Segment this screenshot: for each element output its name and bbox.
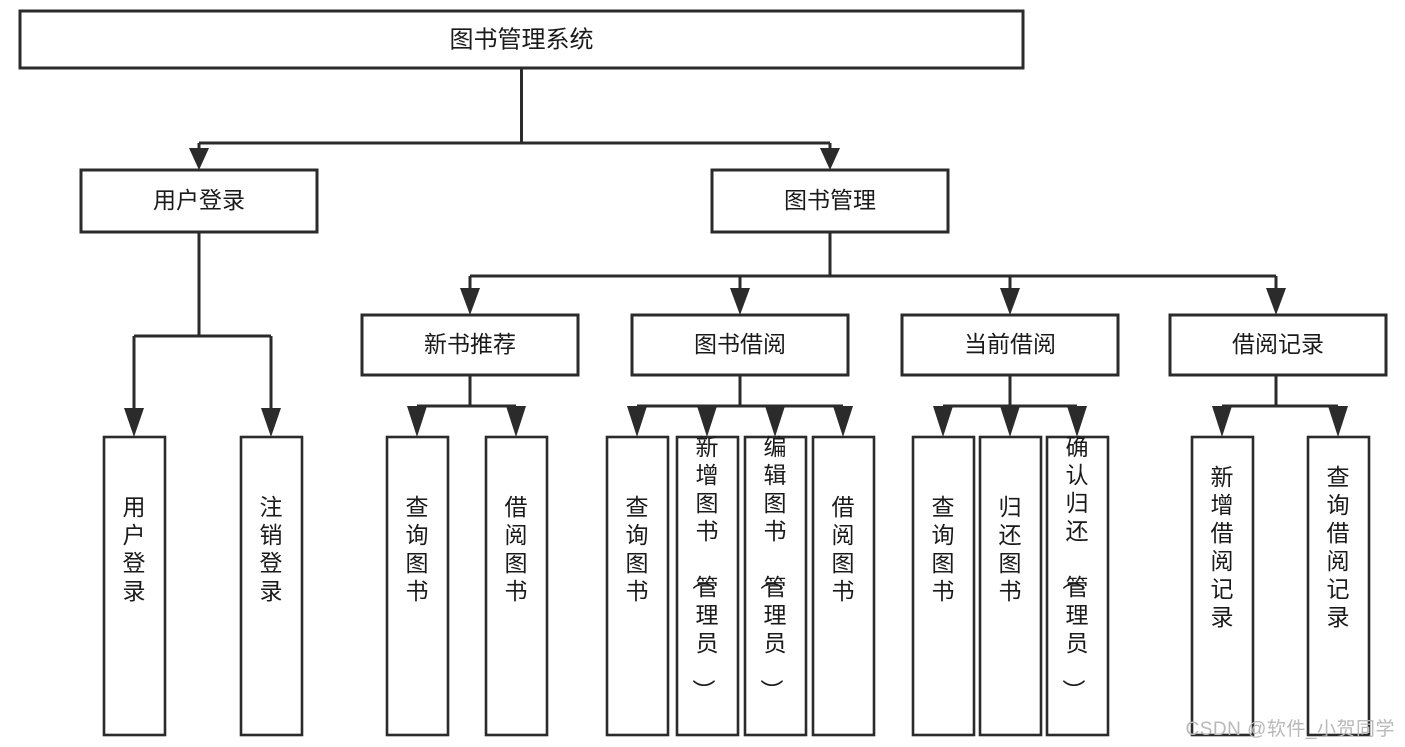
current-borrow-box (900, 313, 1120, 377)
node-new-book-recommend[interactable]: 新书推荐 (360, 313, 580, 377)
leaf-recommend-borrow-book-label: 借阅图书 (505, 494, 528, 604)
node-book-borrow[interactable]: 图书借阅 (630, 313, 850, 377)
node-root-book-management-system[interactable]: 图书管理系统 (18, 9, 1025, 70)
arrowhead-current-leaf-3 (1067, 406, 1087, 437)
leaf-borrow-query-book[interactable]: 查询图书 (605, 435, 670, 737)
current-borrow-label: 当前借阅 (964, 331, 1056, 357)
leaf-borrow-borrow-book-label: 借阅图书 (832, 494, 855, 604)
new-book-recommend-label: 新书推荐 (424, 331, 516, 357)
leaf-user-login-label: 用户登录 (123, 494, 146, 604)
root-box (18, 9, 1025, 70)
root-label: 图书管理系统 (450, 26, 594, 53)
node-borrow-record[interactable]: 借阅记录 (1168, 313, 1388, 377)
leaf-borrow-edit-book-label: 编辑图书（管理员） (759, 434, 787, 702)
arrowhead-leaf-logout (261, 408, 281, 437)
leaf-recommend-borrow-book[interactable]: 借阅图书 (484, 435, 549, 737)
leaf-current-query-book[interactable]: 查询图书 (911, 435, 976, 737)
leaf-borrow-edit-book[interactable]: 编辑图书（管理员） (743, 434, 808, 737)
leaf-current-confirm-return-label: 确认归还（管理员） (1061, 434, 1089, 702)
leaf-recommend-query-book[interactable]: 查询图书 (385, 435, 450, 737)
arrowhead-current-borrow (1000, 288, 1020, 315)
arrowhead-book-manage (820, 148, 840, 170)
leaf-box (675, 435, 740, 737)
leaf-record-query-label: 查询借阅记录 (1327, 464, 1350, 630)
book-management-label: 图书管理 (784, 187, 876, 213)
leaf-box (743, 435, 808, 737)
leaf-current-confirm-return[interactable]: 确认归还（管理员） (1045, 434, 1110, 737)
arrowhead-leaf-user-login (124, 408, 144, 437)
leaf-box (484, 435, 549, 737)
user-login-box (79, 168, 319, 234)
connector-layer (124, 68, 1348, 437)
arrowhead-recommend-leaf-2 (506, 406, 526, 437)
leaf-box (978, 435, 1043, 737)
book-borrow-label: 图书借阅 (694, 331, 786, 357)
arrowhead-current-leaf-1 (933, 406, 953, 437)
node-user-login[interactable]: 用户登录 (79, 168, 319, 234)
arrowhead-borrow-leaf-4 (833, 406, 853, 437)
user-login-label: 用户登录 (153, 187, 245, 213)
arrowhead-borrow-record (1266, 288, 1286, 315)
arrowhead-current-leaf-2 (1000, 406, 1020, 437)
node-book-management[interactable]: 图书管理 (710, 168, 950, 234)
leaf-box (102, 435, 167, 737)
leaf-logout[interactable]: 注销登录 (239, 435, 304, 737)
leaf-box (811, 435, 876, 737)
arrowhead-record-leaf-2 (1328, 406, 1348, 437)
leaf-current-return-book[interactable]: 归还图书 (978, 435, 1043, 737)
leaf-box (1306, 435, 1371, 737)
borrow-record-label: 借阅记录 (1232, 331, 1324, 357)
leaf-logout-label: 注销登录 (260, 494, 283, 604)
leaf-borrow-query-book-label: 查询图书 (626, 494, 649, 604)
new-book-recommend-box (360, 313, 580, 377)
borrow-record-box (1168, 313, 1388, 377)
leaf-borrow-add-book[interactable]: 新增图书（管理员） (675, 434, 740, 737)
leaf-current-query-book-label: 查询图书 (932, 494, 955, 604)
leaf-record-add[interactable]: 新增借阅记录 (1190, 435, 1255, 737)
leaf-box (911, 435, 976, 737)
leaf-borrow-borrow-book[interactable]: 借阅图书 (811, 435, 876, 737)
leaf-user-login[interactable]: 用户登录 (102, 435, 167, 737)
leaf-box (1045, 435, 1110, 737)
arrowhead-new-book-recommend (460, 288, 480, 315)
leaf-box (239, 435, 304, 737)
arrowhead-book-borrow (730, 288, 750, 315)
leaf-box (1190, 435, 1255, 737)
arrowhead-borrow-leaf-2 (697, 406, 717, 437)
arrowhead-record-leaf-1 (1212, 406, 1232, 437)
arrowhead-recommend-leaf-1 (407, 406, 427, 437)
leaf-box (605, 435, 670, 737)
arrowhead-borrow-leaf-1 (627, 406, 647, 437)
book-borrow-box (630, 313, 850, 377)
leaf-borrow-add-book-label: 新增图书（管理员） (691, 434, 719, 702)
leaf-record-add-label: 新增借阅记录 (1211, 464, 1234, 630)
leaf-record-query[interactable]: 查询借阅记录 (1306, 435, 1371, 737)
leaf-recommend-query-book-label: 查询图书 (406, 494, 429, 604)
leaf-box (385, 435, 450, 737)
leaf-current-return-book-label: 归还图书 (999, 494, 1022, 604)
arrowhead-borrow-leaf-3 (765, 406, 785, 437)
book-management-box (710, 168, 950, 234)
arrowhead-user-login (189, 148, 209, 170)
node-current-borrow[interactable]: 当前借阅 (900, 313, 1120, 377)
